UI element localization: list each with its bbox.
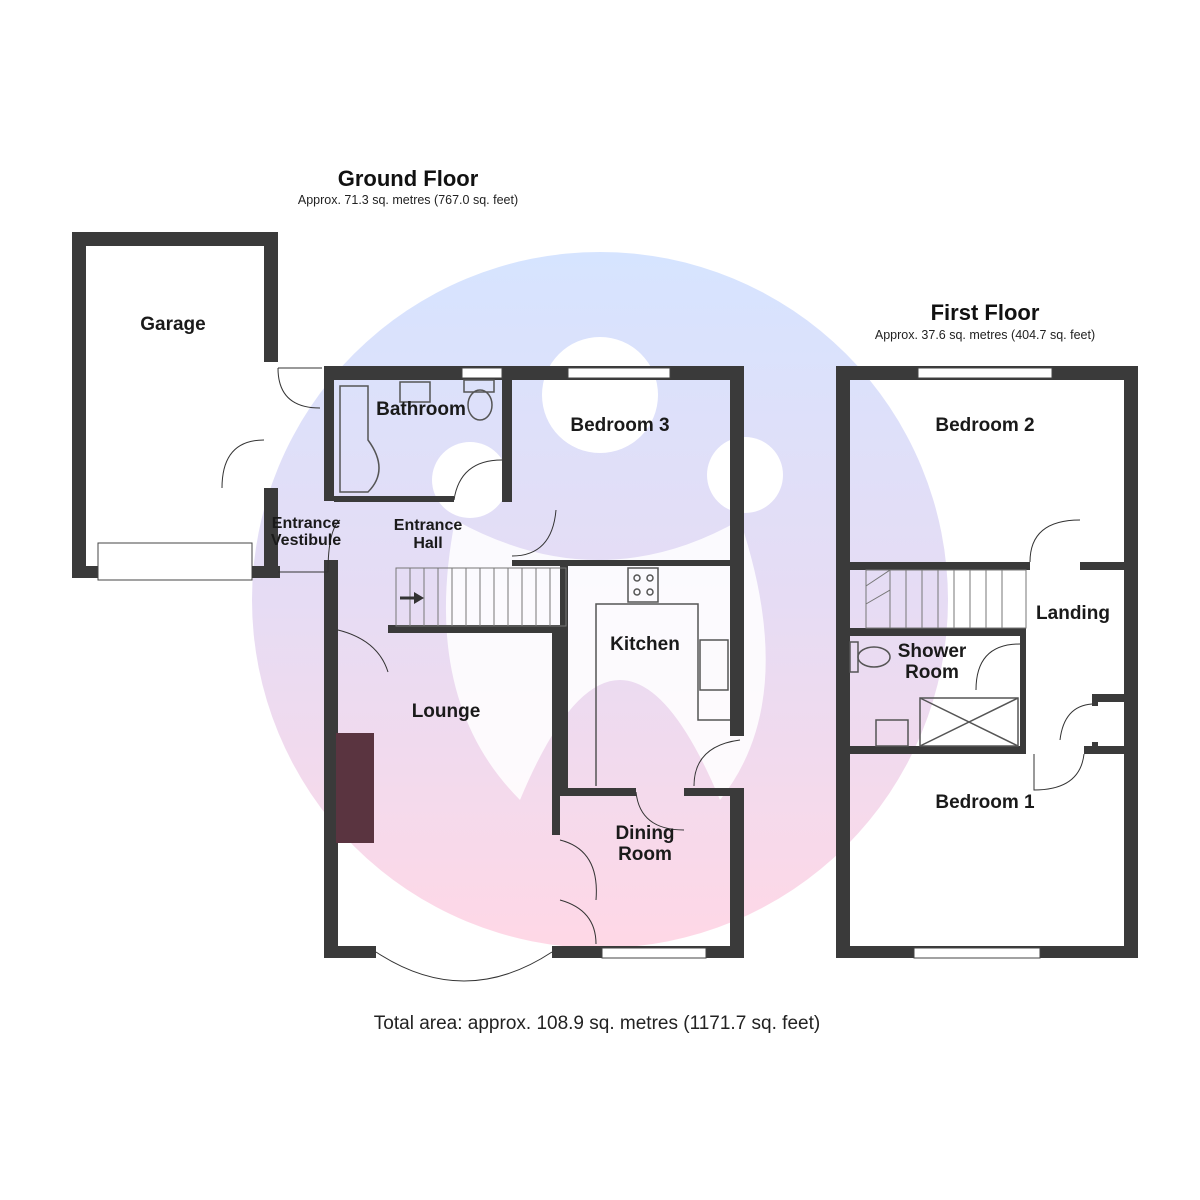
label-hall-1: Entrance: [394, 517, 463, 534]
bedroom1-window: [913, 947, 1041, 959]
label-vestibule-1: Entrance: [272, 515, 341, 532]
first-floor-area: Approx. 37.6 sq. metres (404.7 sq. feet): [875, 328, 1095, 342]
label-bedroom1: Bedroom 1: [935, 792, 1035, 813]
ground-stairs: [395, 567, 567, 627]
bedroom3-window: [567, 367, 671, 379]
first-floor-walls: [836, 366, 1138, 958]
label-bathroom: Bathroom: [376, 399, 466, 420]
total-area: Total area: approx. 108.9 sq. metres (11…: [374, 1013, 820, 1034]
label-vestibule-2: Vestibule: [271, 532, 341, 549]
first-floor-title: First Floor: [931, 300, 1040, 325]
garage-door: [97, 542, 253, 581]
label-bedroom2: Bedroom 2: [935, 415, 1034, 436]
label-dining-1: Dining: [615, 823, 674, 844]
kitchen-fittings: [595, 567, 730, 786]
bedroom2-window: [917, 367, 1053, 379]
label-kitchen: Kitchen: [610, 634, 680, 655]
chimney-breast: [336, 733, 374, 843]
bathroom-fittings: [339, 379, 495, 493]
ground-floor-title: Ground Floor: [338, 166, 479, 191]
label-bedroom3: Bedroom 3: [570, 415, 669, 436]
label-shower-1: Shower: [898, 641, 967, 662]
bathroom-window: [461, 367, 503, 379]
ground-doors: [221, 367, 741, 945]
garage-walls: [72, 232, 278, 581]
dining-window: [601, 947, 707, 959]
ground-floor-area: Approx. 71.3 sq. metres (767.0 sq. feet): [298, 193, 518, 207]
shower-fittings: [849, 641, 1019, 747]
label-shower-2: Room: [905, 662, 959, 683]
label-garage: Garage: [140, 314, 205, 335]
label-lounge: Lounge: [412, 701, 481, 722]
first-doors: [975, 519, 1093, 791]
bay-window: [375, 951, 553, 982]
label-hall-2: Hall: [413, 535, 442, 552]
label-landing: Landing: [1036, 603, 1110, 624]
first-stairs: [865, 569, 1027, 629]
label-dining-2: Room: [618, 844, 672, 865]
